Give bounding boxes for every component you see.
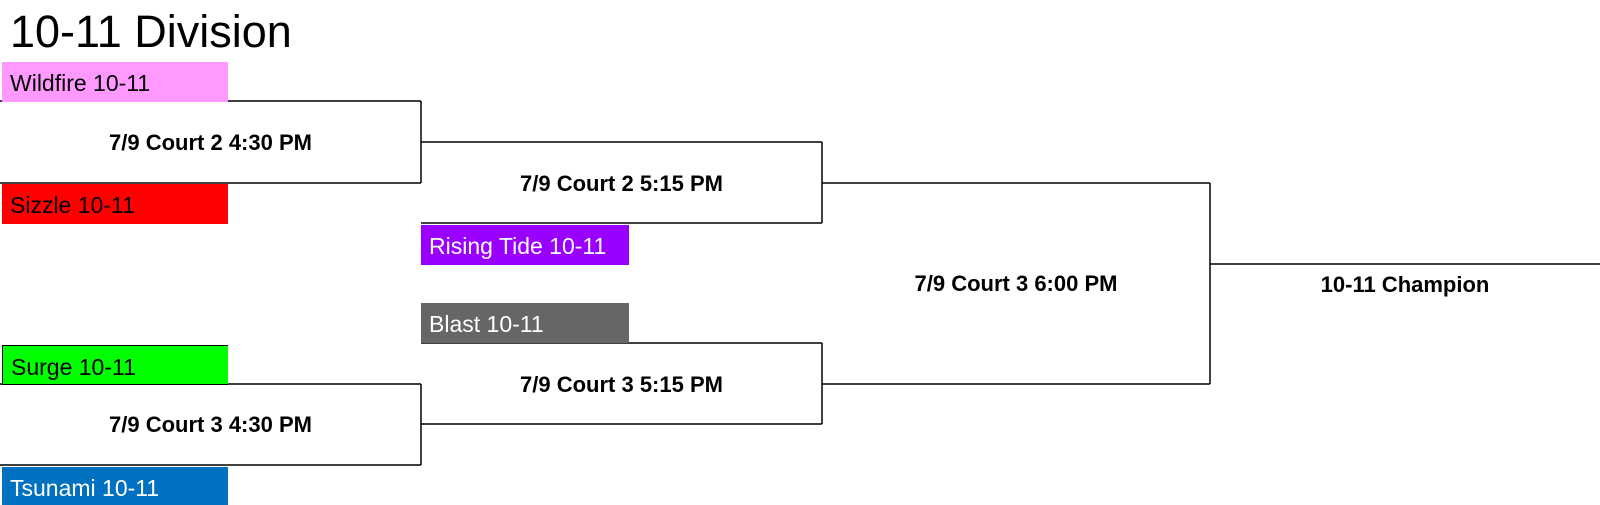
team-blast: Blast 10-11 xyxy=(421,303,629,343)
team-rising-tide: Rising Tide 10-11 xyxy=(421,225,629,265)
game-round2-bottom: 7/9 Court 3 5:15 PM xyxy=(520,372,723,397)
team-tsunami: Tsunami 10-11 xyxy=(2,467,228,505)
page-title: 10-11 Division xyxy=(10,6,292,57)
game-round1-top: 7/9 Court 2 4:30 PM xyxy=(109,130,312,155)
game-final: 7/9 Court 3 6:00 PM xyxy=(914,271,1118,296)
game-round2-top: 7/9 Court 2 5:15 PM xyxy=(520,171,723,196)
champion-label: 10-11 Champion xyxy=(1320,272,1490,297)
team-wildfire: Wildfire 10-11 xyxy=(2,62,228,102)
game-round1-bottom: 7/9 Court 3 4:30 PM xyxy=(109,412,312,437)
team-surge: Surge 10-11 xyxy=(2,345,228,385)
team-sizzle: Sizzle 10-11 xyxy=(2,184,228,224)
